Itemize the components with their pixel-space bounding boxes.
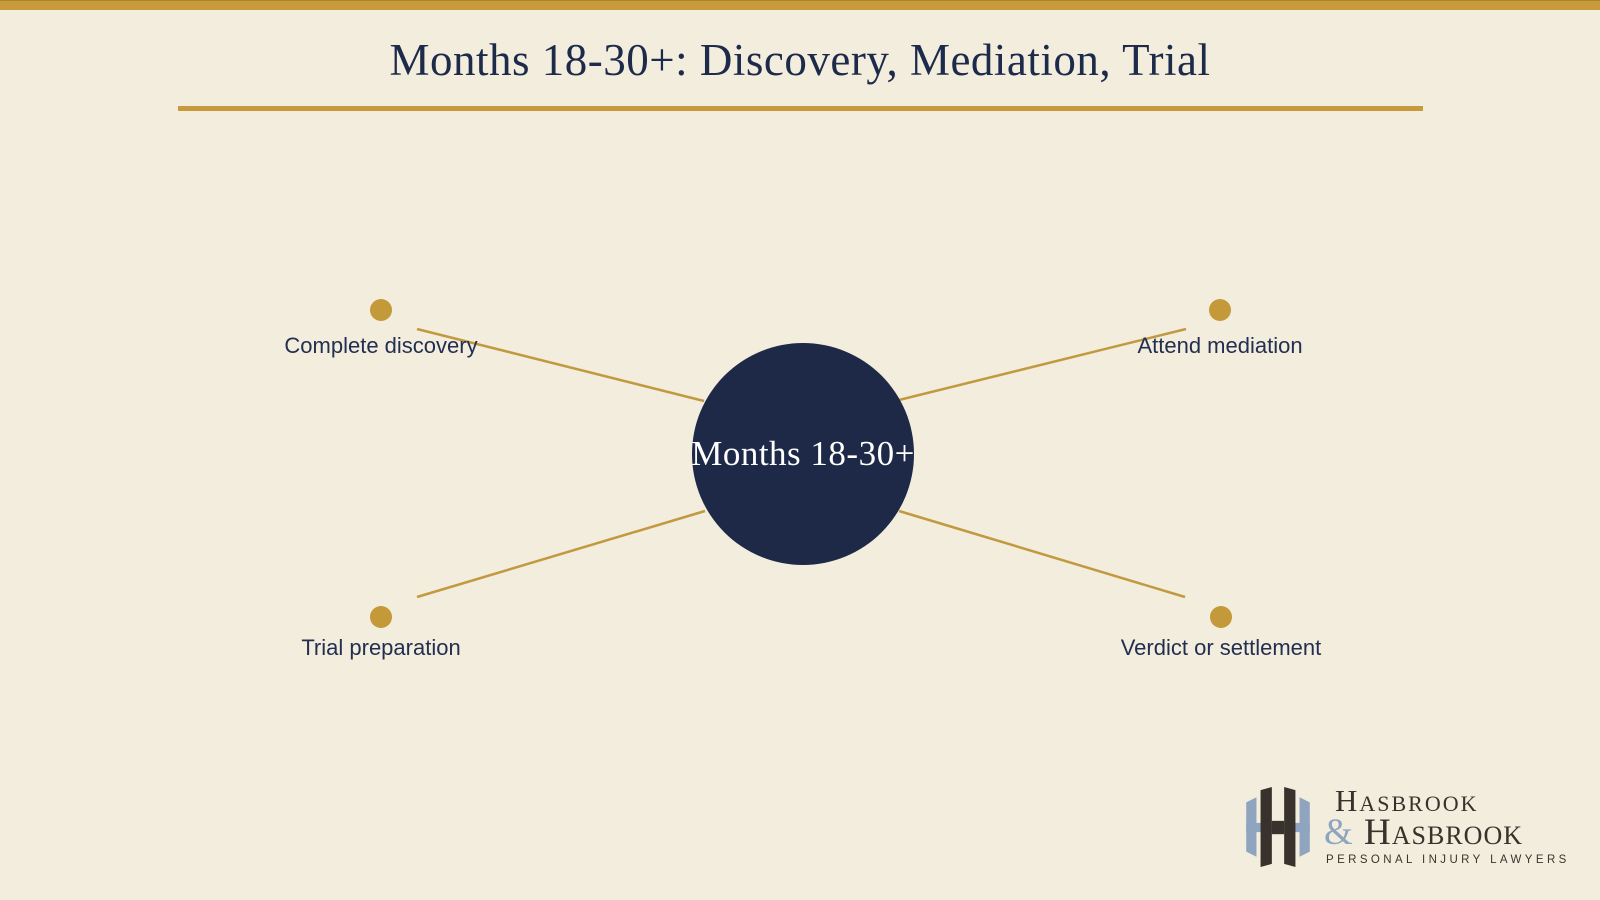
spoke-label-attend-mediation: Attend mediation (1137, 333, 1303, 358)
page-title: Months 18-30+: Discovery, Mediation, Tri… (389, 35, 1211, 85)
spoke-dot-top-left (370, 299, 392, 321)
logo-line1: Hasbrook (1335, 783, 1479, 818)
spoke-dot-top-right (1209, 299, 1231, 321)
logo-line2-name: Hasbrook (1364, 812, 1524, 853)
logo-tagline: Personal Injury Lawyers (1326, 854, 1570, 866)
spoke-label-complete-discovery: Complete discovery (284, 333, 478, 358)
spoke-dot-bottom-left (370, 606, 392, 628)
top-accent-bar (0, 0, 1600, 10)
spoke-label-trial-preparation: Trial preparation (301, 635, 461, 660)
center-circle-label: Months 18-30+ (691, 434, 915, 473)
logo-line2: & Hasbrook (1324, 814, 1570, 851)
center-circle: Months 18-30+ (691, 343, 915, 565)
title-underline (178, 106, 1423, 111)
hh-monogram-icon (1246, 787, 1310, 867)
spoke-label-verdict-or-settlement: Verdict or settlement (1120, 635, 1322, 660)
spoke-line-bottom-left (416, 509, 706, 599)
logo-text: Hasbrook & Hasbrook Personal Injury Lawy… (1324, 785, 1570, 866)
logo-ampersand: & (1324, 812, 1354, 853)
spoke-line-bottom-right (898, 509, 1186, 599)
spoke-dot-bottom-right (1210, 606, 1232, 628)
hasbrook-logo: Hasbrook & Hasbrook Personal Injury Lawy… (1246, 785, 1570, 867)
